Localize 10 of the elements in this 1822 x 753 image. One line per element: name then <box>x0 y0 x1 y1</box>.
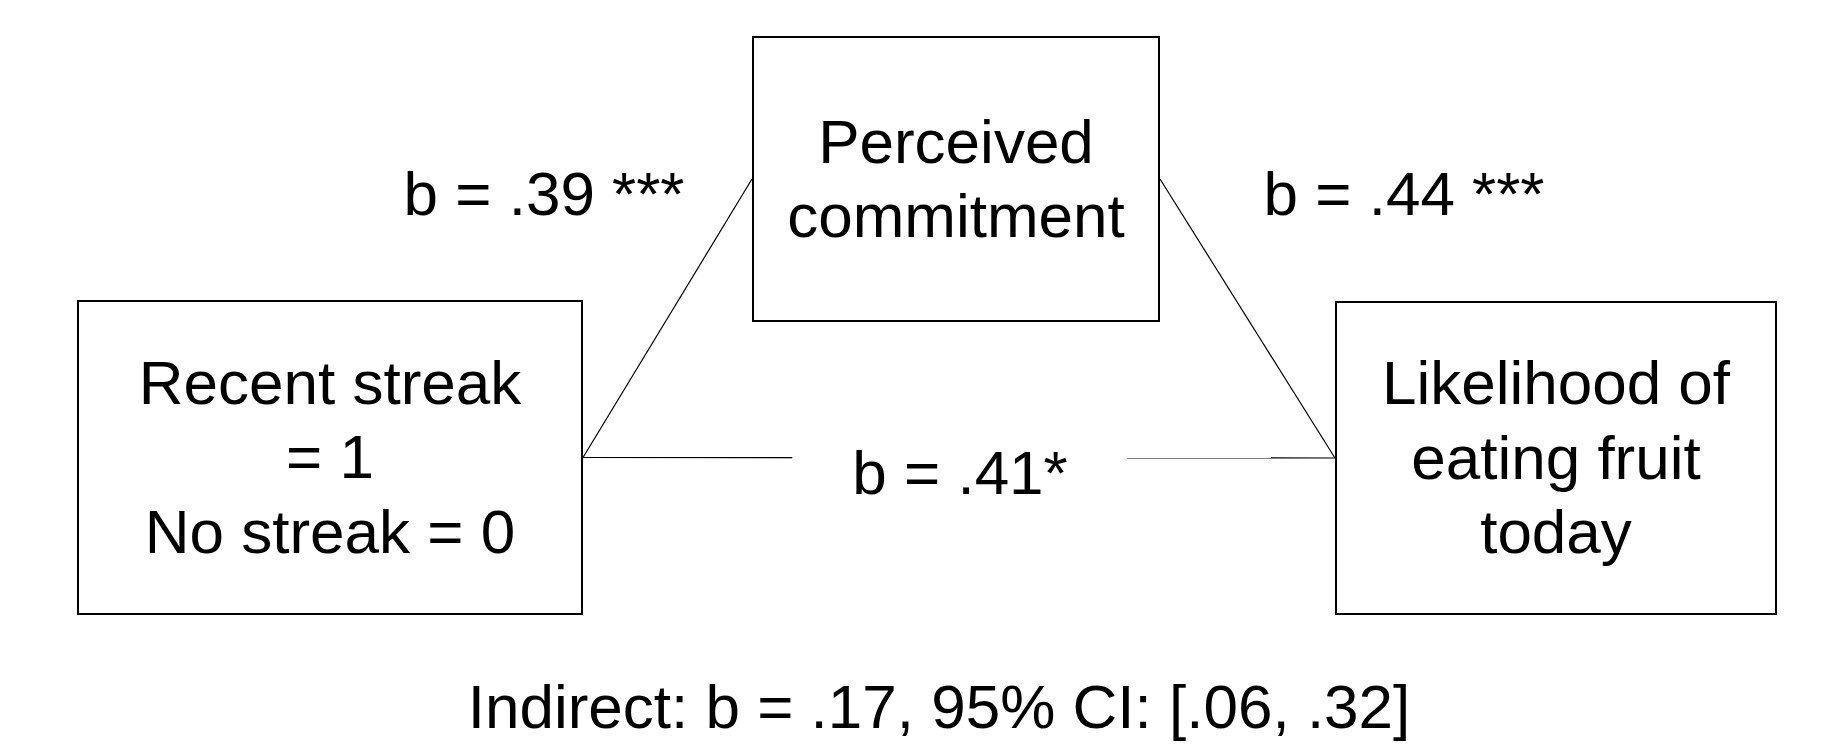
variable-label: Likelihood of eating fruit today <box>1380 347 1732 569</box>
variable-label: Perceived commitment <box>786 105 1126 252</box>
connector-line <box>1159 178 1336 459</box>
caption: Indirect: b = .17, 95% CI: [.06, .32] <box>467 670 1411 742</box>
variable-label: No streak = 0 <box>144 495 516 568</box>
variable-box <box>1335 301 1777 615</box>
variable-label: Recent streak = 1 <box>137 346 523 494</box>
variable-box <box>77 300 583 615</box>
variable-box <box>752 36 1160 322</box>
connector-line <box>582 178 753 459</box>
